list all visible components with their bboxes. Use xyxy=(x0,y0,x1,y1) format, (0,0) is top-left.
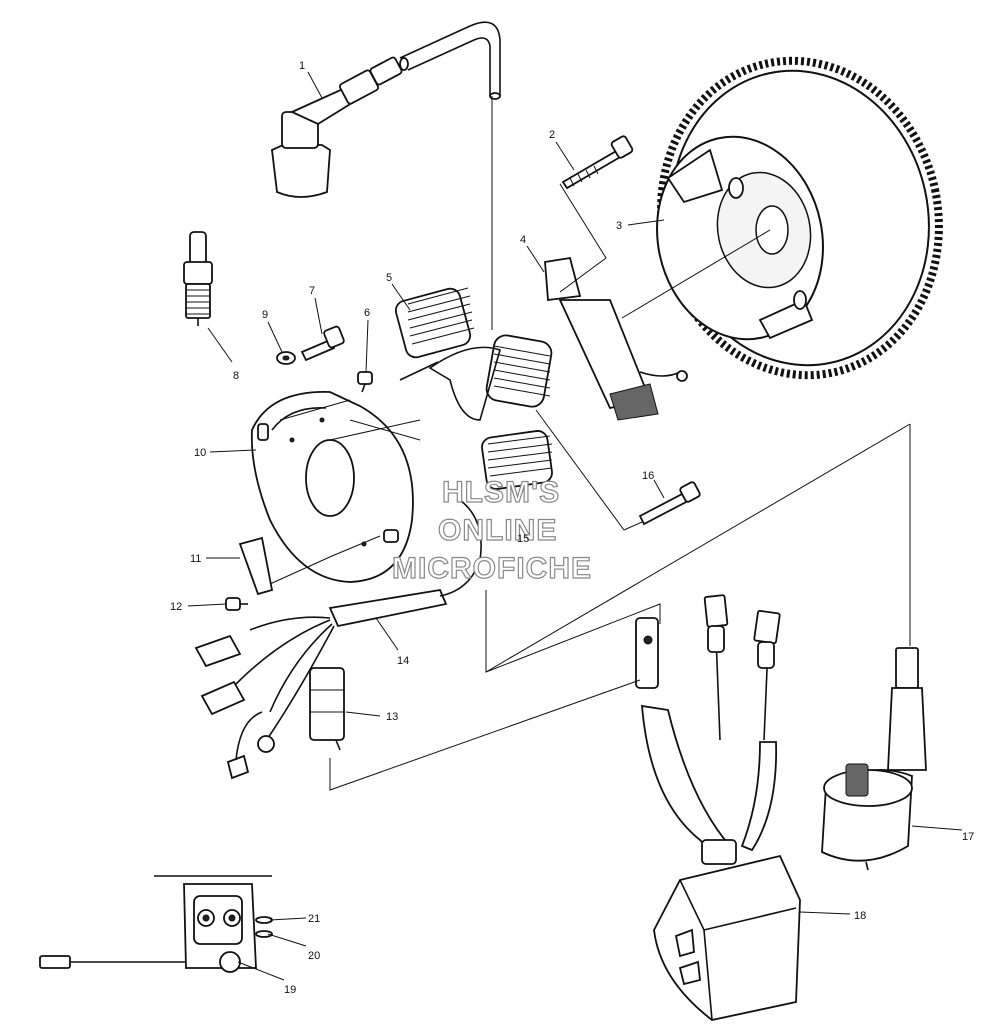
watermark-line-3: MICROFICHE xyxy=(392,552,592,585)
part-17-ignition-coil xyxy=(821,647,927,871)
callout-18: 18 xyxy=(854,910,866,922)
part-3-flywheel xyxy=(656,56,943,380)
connection-lines xyxy=(269,96,911,791)
part-14-wiring-harness xyxy=(194,499,482,780)
callout-7: 7 xyxy=(309,285,315,297)
callout-labels: 1 2 3 4 5 6 7 8 9 10 11 12 13 14 15 16 1… xyxy=(170,60,974,996)
part-12-screw xyxy=(225,597,248,611)
part-6-screw xyxy=(357,371,373,393)
part-8-spark-plug xyxy=(183,231,213,326)
callout-12: 12 xyxy=(170,601,182,613)
callout-3: 3 xyxy=(616,220,622,232)
watermark-line-2: ONLINE xyxy=(438,514,557,547)
part-1-spark-plug-cap xyxy=(271,21,501,198)
callout-6: 6 xyxy=(364,307,370,319)
callout-17: 17 xyxy=(962,831,974,843)
callout-21: 21 xyxy=(308,913,320,925)
callout-20: 20 xyxy=(308,950,320,962)
part-2-bolt xyxy=(561,135,634,190)
part-10-stator-plate xyxy=(250,391,414,583)
part-7-bolt xyxy=(300,325,345,362)
callout-1: 1 xyxy=(299,60,305,72)
callout-13: 13 xyxy=(386,711,398,723)
part-16-bolt xyxy=(638,481,701,526)
callout-14: 14 xyxy=(397,655,409,667)
leader-lines xyxy=(187,71,963,981)
callout-16: 16 xyxy=(642,470,654,482)
callout-9: 9 xyxy=(262,309,268,321)
callout-15: 15 xyxy=(517,533,529,545)
part-9-washer xyxy=(276,351,296,365)
part-4-pulser-coil xyxy=(544,256,688,421)
callout-5: 5 xyxy=(386,272,392,284)
callout-4: 4 xyxy=(520,234,526,246)
part-5-stator-coils xyxy=(394,287,553,490)
watermark-line-1: HLSM'S xyxy=(442,476,560,509)
callout-11: 11 xyxy=(190,553,201,565)
callout-10: 10 xyxy=(194,447,206,459)
part-11-bracket xyxy=(238,536,274,596)
callout-19: 19 xyxy=(284,984,296,996)
watermark: HLSM'S ONLINE MICROFICHE xyxy=(391,475,592,585)
part-13-connector xyxy=(309,667,345,751)
part-18-cdi-unit xyxy=(635,594,801,1021)
callout-8: 8 xyxy=(233,370,239,382)
callout-2: 2 xyxy=(549,129,555,141)
part-19-21-inset xyxy=(39,875,273,973)
